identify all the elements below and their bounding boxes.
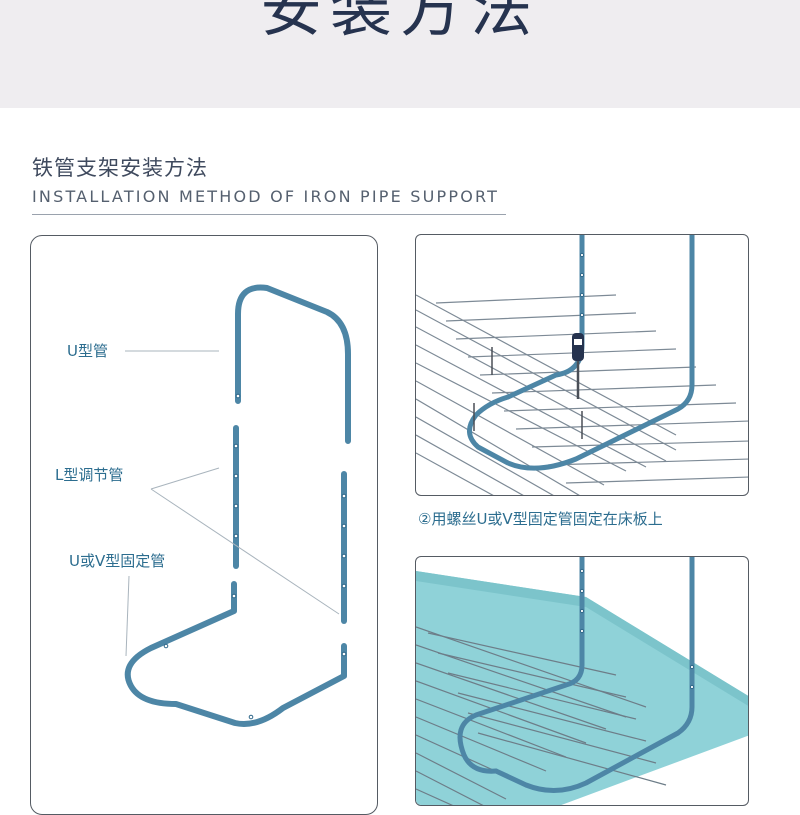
step2-panel bbox=[415, 234, 749, 496]
upright-pipe-right bbox=[467, 235, 695, 471]
section-title-en: INSTALLATION METHOD OF IRON PIPE SUPPORT bbox=[32, 187, 500, 206]
step3-illustration bbox=[416, 557, 748, 805]
label-uv-pipe: U或V型固定管 bbox=[69, 552, 166, 570]
l-pipe-leader-a bbox=[150, 467, 220, 490]
upright-pipe-right bbox=[493, 557, 695, 793]
screws bbox=[473, 347, 583, 439]
u-pipe bbox=[235, 284, 351, 444]
title-divider bbox=[32, 214, 506, 215]
parts-diagram bbox=[124, 284, 351, 727]
bed-slats bbox=[416, 626, 667, 805]
step2-caption: ②用螺丝U或V型固定管固定在床板上 bbox=[418, 510, 663, 528]
mattress bbox=[416, 571, 748, 805]
uv-pipe-leader bbox=[125, 575, 130, 657]
l-pipe-leader-b bbox=[150, 488, 340, 615]
label-l-pipe: L型调节管 bbox=[55, 466, 124, 484]
parts-diagram-panel: U型管 L型调节管 U或V型固定管 bbox=[30, 235, 378, 815]
screwdriver-icon bbox=[572, 333, 584, 399]
step3-panel bbox=[415, 556, 749, 806]
section-title-cn: 铁管支架安装方法 bbox=[32, 156, 208, 180]
step2-illustration bbox=[416, 235, 748, 495]
uv-fixed-pipe bbox=[124, 581, 347, 727]
bed-slats bbox=[416, 294, 748, 495]
label-u-pipe: U型管 bbox=[67, 342, 108, 360]
page-title: 安装方法 bbox=[259, 0, 540, 45]
upright-pipe-left bbox=[457, 557, 585, 774]
header-band: 安装方法 bbox=[0, 0, 800, 108]
